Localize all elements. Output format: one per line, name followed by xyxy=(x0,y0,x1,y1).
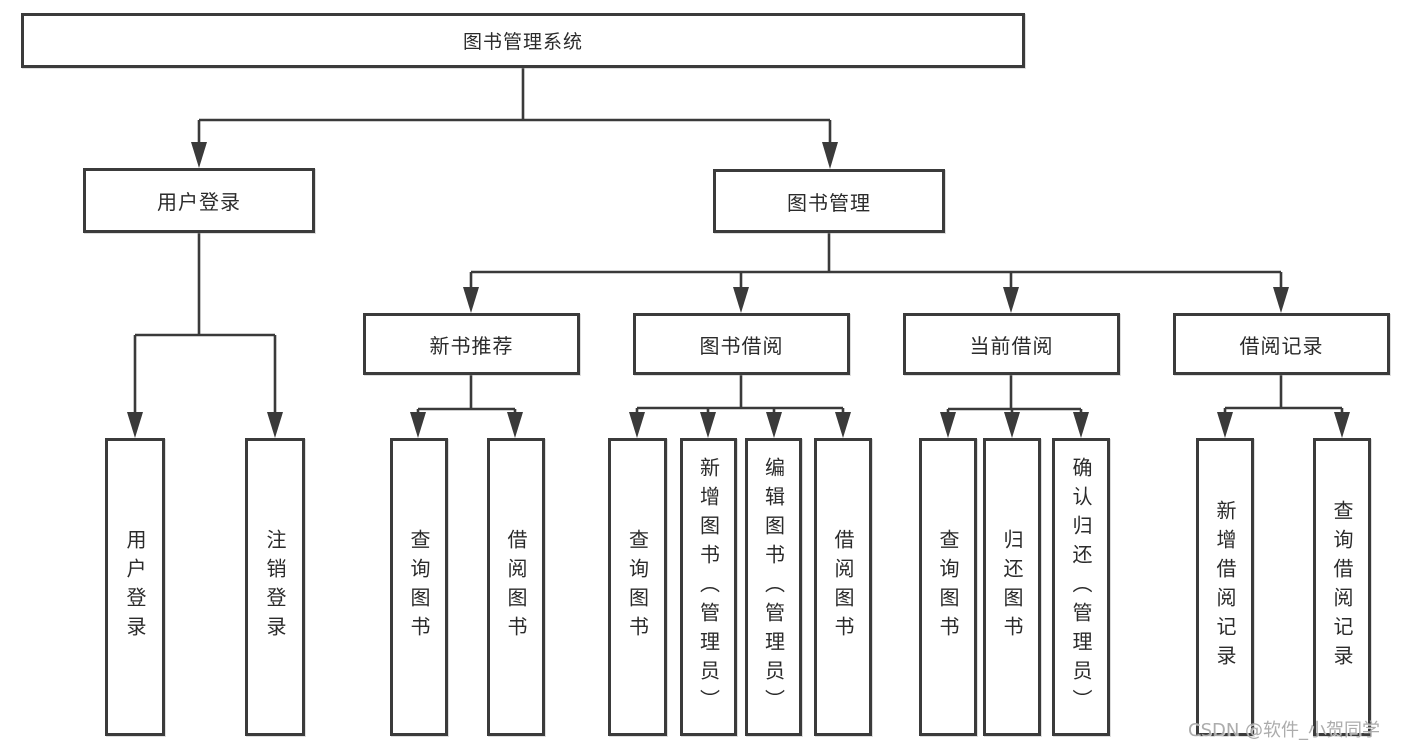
node-root-label: 图书管理系统 xyxy=(462,31,583,53)
leaf-query-books-newbooks-label: 查询图书 xyxy=(407,529,431,645)
connector-newbooks-to-leaves xyxy=(416,375,517,418)
leaf-borrow-books-newbooks: 借阅图书 xyxy=(487,438,545,736)
leaf-query-books-current: 查询图书 xyxy=(919,438,977,736)
node-book-borrowing-label: 图书借阅 xyxy=(699,333,784,358)
leaf-add-books-admin-label: 新增图书（管理员） xyxy=(696,456,721,718)
connector-userlogin-to-leaves xyxy=(133,233,277,416)
connector-bookborrow-to-leaves xyxy=(635,375,845,418)
leaf-logout-label: 注销登录 xyxy=(263,529,287,645)
node-current-borrowing-label: 当前借阅 xyxy=(969,333,1054,358)
leaf-query-books-newbooks: 查询图书 xyxy=(390,438,448,736)
leaf-edit-books-admin: 编辑图书（管理员） xyxy=(745,438,802,736)
connector-borrowrecords-to-leaves xyxy=(1223,375,1344,418)
node-user-login: 用户登录 xyxy=(83,168,315,233)
leaf-return-books: 归还图书 xyxy=(983,438,1041,736)
leaf-query-borrow-record-label: 查询借阅记录 xyxy=(1330,500,1354,674)
leaf-user-login: 用户登录 xyxy=(105,438,165,736)
leaf-return-books-label: 归还图书 xyxy=(1000,529,1024,645)
leaf-user-login-label: 用户登录 xyxy=(123,529,147,645)
leaf-edit-books-admin-label: 编辑图书（管理员） xyxy=(761,456,786,718)
node-new-book-recommend: 新书推荐 xyxy=(363,313,580,375)
node-borrow-records: 借阅记录 xyxy=(1173,313,1390,375)
leaf-add-borrow-record-label: 新增借阅记录 xyxy=(1213,500,1237,674)
node-book-borrowing: 图书借阅 xyxy=(633,313,850,375)
connector-currentborrow-to-leaves xyxy=(946,375,1083,418)
connector-root-to-level2 xyxy=(197,68,832,148)
leaf-borrow-books-borrowing: 借阅图书 xyxy=(814,438,872,736)
leaf-query-books-current-label: 查询图书 xyxy=(936,529,960,645)
leaf-query-borrow-record: 查询借阅记录 xyxy=(1313,438,1371,736)
leaf-confirm-return-admin: 确认归还（管理员） xyxy=(1052,438,1110,736)
leaf-add-borrow-record: 新增借阅记录 xyxy=(1196,438,1254,736)
node-book-management: 图书管理 xyxy=(713,169,945,233)
leaf-confirm-return-admin-label: 确认归还（管理员） xyxy=(1069,456,1093,718)
arrowheads xyxy=(127,142,1350,438)
leaf-logout: 注销登录 xyxy=(245,438,305,736)
csdn-watermark: CSDN @软件_小贺同学 xyxy=(1188,720,1381,741)
connector-bookmgmt-to-level3 xyxy=(469,233,1283,292)
node-user-login-label: 用户登录 xyxy=(157,190,241,214)
leaf-borrow-books-borrowing-label: 借阅图书 xyxy=(831,529,855,645)
leaf-add-books-admin: 新增图书（管理员） xyxy=(680,438,737,736)
leaf-borrow-books-newbooks-label: 借阅图书 xyxy=(504,529,528,645)
node-book-management-label: 图书管理 xyxy=(787,190,871,215)
node-new-book-recommend-label: 新书推荐 xyxy=(429,333,514,358)
node-borrow-records-label: 借阅记录 xyxy=(1239,333,1324,358)
leaf-query-books-borrowing-label: 查询图书 xyxy=(625,529,650,645)
leaf-query-books-borrowing: 查询图书 xyxy=(608,438,667,736)
node-current-borrowing: 当前借阅 xyxy=(903,313,1120,375)
node-root: 图书管理系统 xyxy=(21,13,1025,68)
